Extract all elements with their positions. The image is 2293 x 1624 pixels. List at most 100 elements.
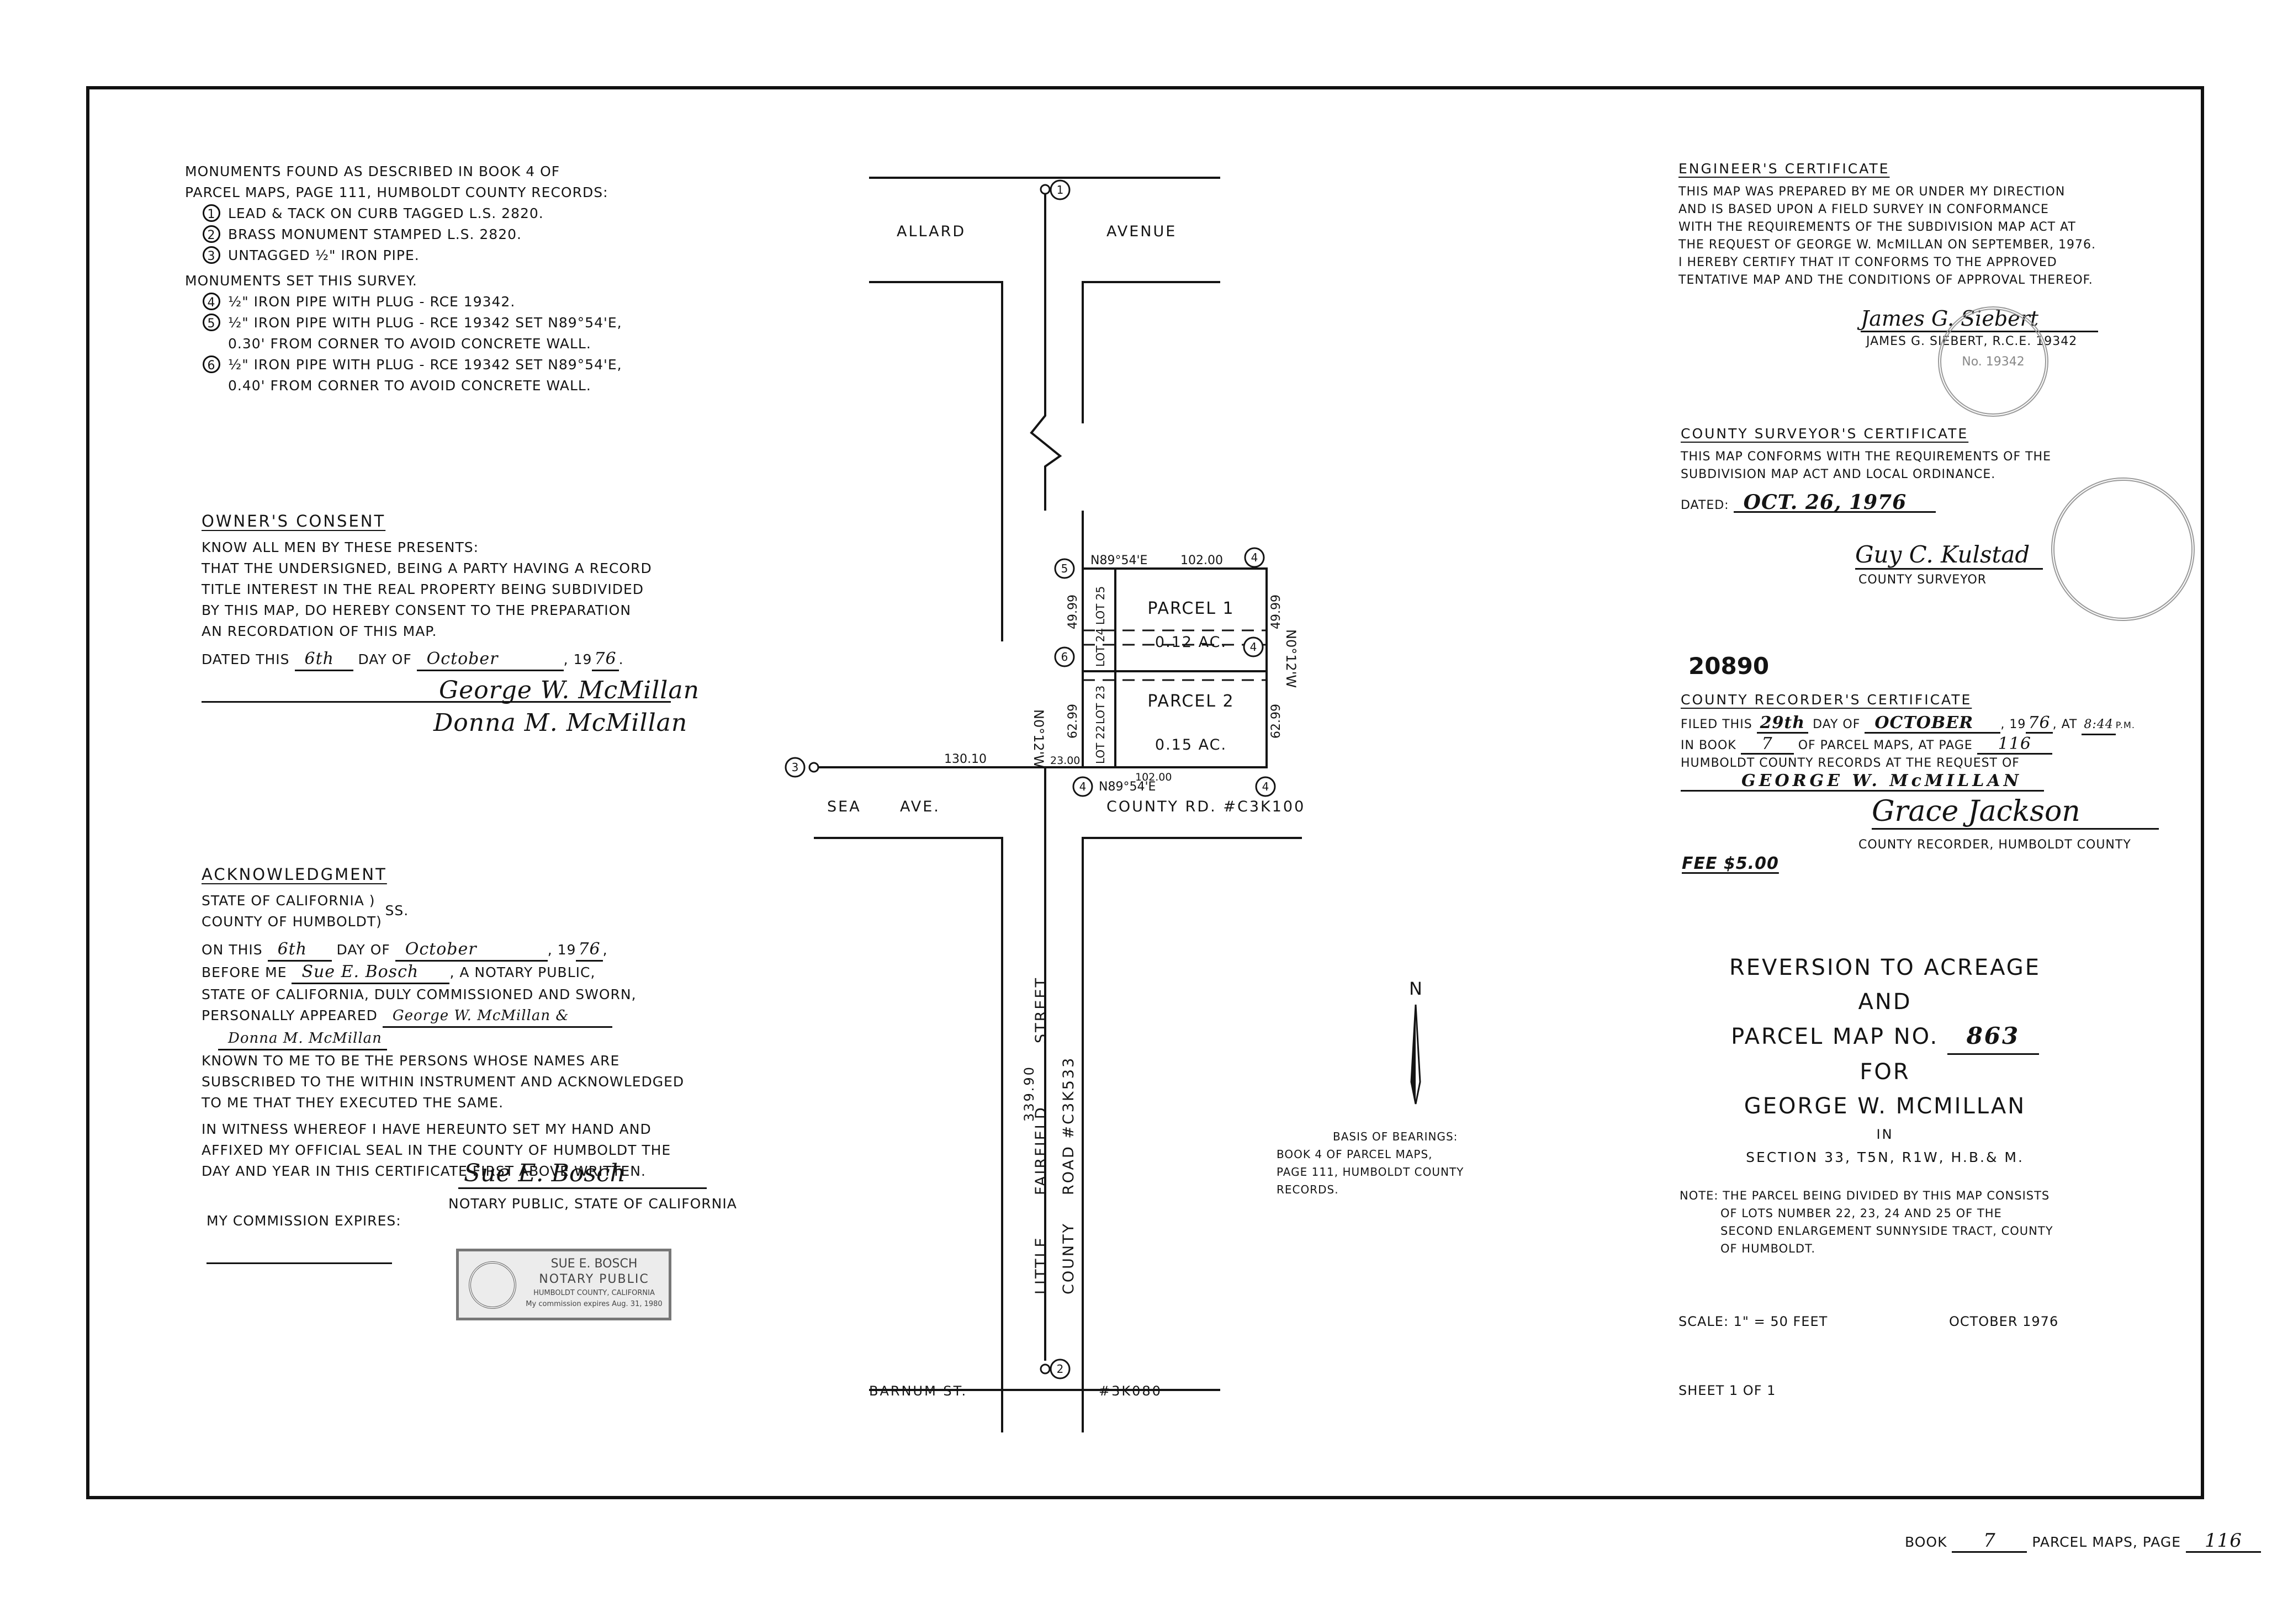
little-label: LITTLE [1032,1236,1050,1294]
monuments-set-heading: MONUMENTS SET THIS SURVEY. [185,273,417,289]
notary-signature: Sue E. Bosch [458,1159,707,1189]
surveyor-seal-icon [2051,477,2195,621]
engineer-line: THE REQUEST OF GEORGE W. McMILLAN ON SEP… [1678,238,2096,252]
dim-33990: 339.90 [1021,1065,1037,1122]
top-distance: 102.00 [1180,554,1223,567]
ack-body: SUBSCRIBED TO THE WITHIN INSTRUMENT AND … [202,1074,685,1090]
monument-marker-6 [1054,646,1075,667]
footer-book-reference: BOOK 7 PARCEL MAPS, PAGE 116 [1905,1530,2261,1553]
title-line-1: REVERSION TO ACREAGE [1729,955,2041,980]
monument-marker-4 [1072,776,1093,797]
surveyor-caption: COUNTY SURVEYOR [1858,573,1987,587]
parcel-1-area: 0.12 AC. [1155,634,1227,651]
engineer-line: TENTATIVE MAP AND THE CONDITIONS OF APPR… [1678,273,2093,287]
lot-24-label: LOT 24 [1094,628,1107,667]
ack-witness: DAY AND YEAR IN THIS CERTIFICATE FIRST A… [202,1163,646,1179]
barnum-code-label: #3K080 [1099,1383,1162,1399]
ack-before-me: BEFORE ME Sue E. Bosch, A NOTARY PUBLIC, [202,962,684,984]
surveyor-signature: Guy C. Kulstad [1855,541,2043,570]
monuments-found-heading-2: PARCEL MAPS, PAGE 111, HUMBOLDT COUNTY R… [185,184,608,200]
map-border [86,86,2204,1499]
note-line: OF HUMBOLDT. [1720,1242,1816,1255]
dim-4999-left: 49.99 [1066,595,1080,629]
monument-label: 4 [1262,780,1269,793]
commission-expires-label: MY COMMISSION EXPIRES: [206,1213,401,1229]
monument-marker-4 [1255,776,1276,797]
left-bearing: N0°12'W [1031,709,1046,768]
ack-county: COUNTY OF HUMBOLDT) [202,914,382,930]
engineer-title: ENGINEER'S CERTIFICATE [1678,161,1890,177]
scale-label: SCALE: 1" = 50 FEET [1678,1314,1828,1329]
ack-body: TO ME THAT THEY EXECUTED THE SAME. [202,1095,504,1111]
ack-appeared-2: Donna M. McMillan [202,1028,684,1050]
stamp-name: SUE E. BOSCH [550,1257,638,1271]
notary-seal-icon [469,1261,516,1309]
owners-consent-title: OWNER'S CONSENT [202,512,386,530]
recorder-doc-number: 20890 [1688,652,1770,680]
surveyor-dated: DATED: OCT. 26, 1976 [1681,492,2051,514]
avenue-label: AVENUE [1106,223,1177,240]
monument-label: 4 [1251,551,1258,564]
county-surveyor-certificate: COUNTY SURVEYOR'S CERTIFICATE THIS MAP C… [1681,425,2051,514]
north-arrow-icon: N [1409,978,1422,1105]
dim-6299-right: 62.99 [1269,704,1283,739]
owners-consent-block: OWNER'S CONSENT KNOW ALL MEN BY THESE PR… [202,511,699,735]
stamp-county: HUMBOLDT COUNTY, CALIFORNIA [533,1289,655,1297]
basis-of-bearings: RECORDS. [1277,1183,1339,1196]
street-centerline-north [1030,189,1062,511]
owners-consent-line: AN RECORDATION OF THIS MAP. [202,623,437,639]
title-block: REVERSION TO ACREAGE AND PARCEL MAP NO. … [1692,951,2078,1170]
recorder-fee: FEE $5.00 [1682,854,1779,873]
parcel-2-area: 0.15 AC. [1155,736,1227,753]
county-recorder-certificate: COUNTY RECORDER'S CERTIFICATE FILED THIS… [1681,691,2135,792]
monument-label: 2 [1057,1362,1064,1376]
engineer-line: I HEREBY CERTIFY THAT IT CONFORMS TO THE… [1678,256,2057,269]
surveyor-line: THIS MAP CONFORMS WITH THE REQUIREMENTS … [1681,450,2052,464]
ack-state: STATE OF CALIFORNIA )SS. [202,893,409,919]
title-line-2: AND [1858,989,1912,1015]
title-line-7: SECTION 33, T5N, R1W, H.B.& M. [1746,1149,2024,1165]
barnum-label: BARNUM ST. [869,1383,967,1399]
parcel-1-label: PARCEL 1 [1147,599,1234,618]
engineer-line: WITH THE REQUIREMENTS OF THE SUBDIVISION… [1678,220,2076,234]
note-line-1: NOTE: THE PARCEL BEING DIVIDED BY THIS M… [1680,1189,2050,1202]
monument-label: 6 [1061,650,1068,664]
allard-ave-southwest-line [869,281,1003,641]
monument-point [808,762,819,773]
top-bearing: N89°54'E [1090,554,1147,567]
basis-of-bearings: PAGE 111, HUMBOLDT COUNTY [1277,1165,1464,1179]
county-rd-south-line [1082,837,1302,1432]
monument-label: 4 [1079,780,1087,793]
monuments-found-heading-1: MONUMENTS FOUND AS DESCRIBED IN BOOK 4 O… [185,163,560,179]
surveyor-line: SUBDIVISION MAP ACT AND LOCAL ORDINANCE. [1681,468,1996,481]
owners-consent-line: THAT THE UNDERSIGNED, BEING A PARTY HAVI… [202,560,652,576]
parcel-boundary [1082,567,1268,768]
bottom-distance: 102.00 [1135,771,1172,783]
title-line-3: PARCEL MAP NO. 863 [1692,1019,2078,1055]
sea-ave-south-line [814,837,1003,1432]
owners-consent-line: BY THIS MAP, DO HEREBY CONSENT TO THE PR… [202,602,632,618]
road-label: ROAD #C3K533 [1060,1057,1077,1195]
dim-2300: 23.00 [1050,755,1080,767]
allard-label: ALLARD [897,223,966,240]
basis-of-bearings: BASIS OF BEARINGS: [1333,1130,1458,1143]
engineer-seal-icon: No. 19342 [1938,306,2048,417]
county-label: COUNTY [1060,1222,1077,1294]
monument-marker-1 [1050,179,1071,200]
ack-appeared: PERSONALLY APPEARED George W. McMillan & [202,1005,684,1028]
monuments-block: MONUMENTS FOUND AS DESCRIBED IN BOOK 4 O… [185,161,622,396]
stamp-title: NOTARY PUBLIC [539,1272,649,1286]
ack-state-commission: STATE OF CALIFORNIA, DULY COMMISSIONED A… [202,986,637,1002]
monument-marker-3 [785,757,806,778]
notary-stamp: SUE E. BOSCH NOTARY PUBLIC HUMBOLDT COUN… [456,1249,671,1320]
monument-point [1040,184,1051,195]
title-line-4: FOR [1860,1059,1910,1085]
